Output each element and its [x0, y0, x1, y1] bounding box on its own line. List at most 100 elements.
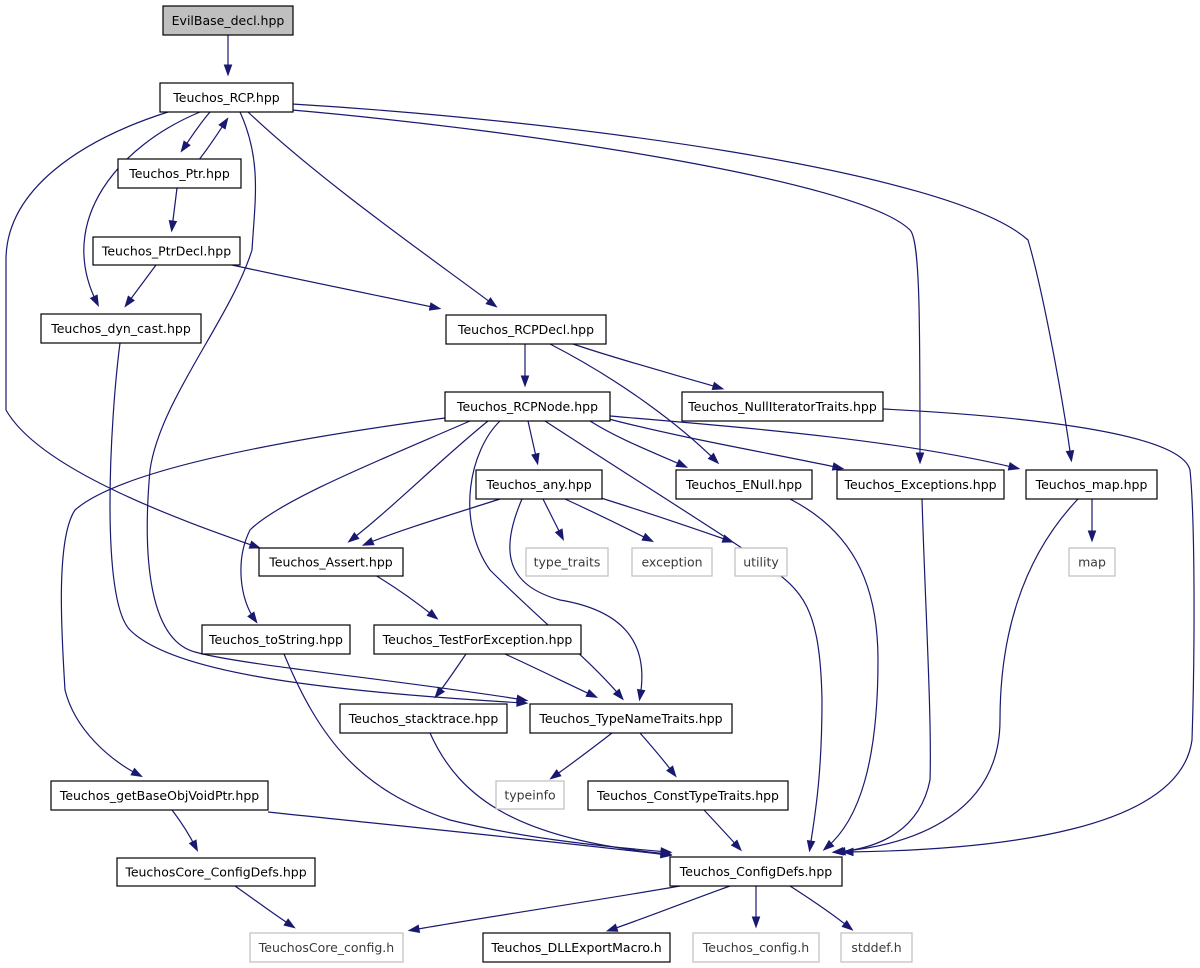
node-box-teuchos-map[interactable] — [1025, 469, 1158, 500]
node-teuchos-stacktrace[interactable]: Teuchos_stacktrace.hpp — [339, 703, 508, 734]
node-exception: exception — [631, 547, 713, 577]
edge-map-to-configdefs — [835, 498, 1079, 853]
edge-rcpdecl-to-enull — [549, 343, 717, 462]
node-teuchos-rcp[interactable]: Teuchos_RCP.hpp — [159, 82, 294, 113]
node-box-map — [1068, 547, 1116, 577]
node-box-teuchos-ptr[interactable] — [117, 158, 242, 189]
edge-enull-to-configdefs-arrowhead — [822, 839, 835, 851]
node-teuchos-ptr[interactable]: Teuchos_Ptr.hpp — [117, 158, 242, 189]
node-teuchos-dyn-cast[interactable]: Teuchos_dyn_cast.hpp — [40, 313, 202, 344]
node-box-teuchos-ptrdecl[interactable] — [92, 236, 241, 266]
edge-consttypetraits-to-configdefs-arrowhead — [730, 839, 742, 852]
edge-assert-to-testforexception-arrowhead — [426, 608, 439, 620]
node-teuchos-testforexception[interactable]: Teuchos_TestForException.hpp — [373, 624, 582, 655]
node-box-teuchoscore-configdefs[interactable] — [116, 857, 316, 887]
edge-dyncast-to-typenametraits-arrowhead — [516, 698, 529, 707]
node-box-teuchos-stacktrace[interactable] — [339, 703, 508, 734]
edge-configdefs-to-coreconfig — [411, 885, 681, 931]
node-teuchos-getbaseobjvoidptr[interactable]: Teuchos_getBaseObjVoidPtr.hpp — [50, 780, 269, 811]
edge-rcpnode-to-configdefs-arrowhead — [806, 839, 816, 853]
edge-any-to-typenametraits — [509, 498, 643, 698]
edge-dyncast-to-typenametraits — [109, 342, 525, 704]
node-box-teuchos-testforexception[interactable] — [373, 624, 582, 655]
node-teuchos-map[interactable]: Teuchos_map.hpp — [1025, 469, 1158, 500]
node-teuchos-rcpnode[interactable]: Teuchos_RCPNode.hpp — [444, 391, 611, 422]
node-teuchos-ptrdecl[interactable]: Teuchos_PtrDecl.hpp — [92, 236, 241, 266]
node-label-teuchos-typenametraits: Teuchos_TypeNameTraits.hpp — [538, 711, 722, 726]
node-box-utility — [734, 547, 788, 577]
edge-rcpnode-to-getbaseobj — [60, 417, 446, 776]
node-box-teuchoscore-config — [249, 932, 404, 963]
node-label-teuchos-stacktrace: Teuchos_stacktrace.hpp — [348, 711, 499, 726]
node-teuchos-any[interactable]: Teuchos_any.hpp — [475, 469, 603, 500]
node-label-teuchos-configdefs: Teuchos_ConfigDefs.hpp — [679, 864, 832, 879]
node-teuchos-tostring[interactable]: Teuchos_toString.hpp — [201, 624, 351, 655]
node-teuchos-dllexportmacro[interactable]: Teuchos_DLLExportMacro.h — [482, 932, 671, 963]
node-box-type-traits — [525, 547, 609, 577]
edge-enull-to-configdefs — [789, 498, 879, 849]
edge-ptrdecl-to-dyncast-arrowhead — [124, 295, 135, 308]
node-box-teuchos-dyn-cast[interactable] — [40, 313, 202, 344]
node-label-teuchos-assert: Teuchos_Assert.hpp — [268, 555, 392, 570]
node-teuchos-enull[interactable]: Teuchos_ENull.hpp — [675, 469, 813, 500]
edge-ptrdecl-to-dyncast — [126, 264, 157, 305]
node-box-teuchos-rcpdecl[interactable] — [445, 314, 607, 345]
node-box-teuchos-configdefs[interactable] — [669, 856, 843, 887]
node-teuchos-typenametraits[interactable]: Teuchos_TypeNameTraits.hpp — [529, 703, 733, 734]
node-box-teuchos-nulliteratortraits[interactable] — [681, 391, 884, 422]
edge-rcp-to-dyncast-arrowhead — [89, 294, 99, 308]
edge-configdefs-to-dllexport — [609, 885, 731, 931]
node-box-evilbase-decl[interactable] — [162, 5, 294, 36]
edge-rcpnode-to-map-arrowhead — [1007, 462, 1021, 471]
edge-typenametraits-to-typeinfo-arrowhead — [549, 769, 562, 780]
edge-rcpnode-to-enull-arrowhead — [675, 458, 689, 468]
node-box-teuchos-typenametraits[interactable] — [529, 703, 733, 734]
node-label-teuchos-enull: Teuchos_ENull.hpp — [685, 477, 802, 492]
edge-rcp-to-map — [291, 103, 1072, 459]
edge-configdefs-to-stddef-arrowhead — [841, 919, 854, 931]
node-teuchos-consttypetraits[interactable]: Teuchos_ConstTypeTraits.hpp — [587, 780, 789, 811]
node-box-teuchos-exceptions[interactable] — [836, 469, 1005, 500]
node-box-teuchos-tostring[interactable] — [201, 624, 351, 655]
edge-coreconfigdefs-to-coreconfig-arrowhead — [283, 918, 296, 929]
node-stddef: stddef.h — [840, 932, 913, 963]
edge-rcpnode-to-map — [609, 415, 1017, 469]
node-teuchos-rcpdecl[interactable]: Teuchos_RCPDecl.hpp — [445, 314, 607, 345]
node-label-stddef: stddef.h — [851, 940, 901, 955]
node-box-teuchos-dllexportmacro[interactable] — [482, 932, 671, 963]
node-box-teuchos-enull[interactable] — [675, 469, 813, 500]
edge-rcpnode-to-typenametraits — [469, 420, 622, 698]
edge-ptr-to-ptrdecl-arrowhead — [168, 220, 178, 233]
node-label-teuchos-config: Teuchos_config.h — [702, 940, 809, 955]
node-teuchos-nulliteratortraits[interactable]: Teuchos_NullIteratorTraits.hpp — [681, 391, 884, 422]
node-teuchos-configdefs[interactable]: Teuchos_ConfigDefs.hpp — [669, 856, 843, 887]
node-box-teuchos-assert[interactable] — [258, 547, 404, 577]
edge-rcpnode-to-assert — [350, 420, 489, 541]
edge-rcpnode-to-tostring — [240, 420, 471, 621]
node-box-teuchos-any[interactable] — [475, 469, 603, 500]
node-teuchos-exceptions[interactable]: Teuchos_Exceptions.hpp — [836, 469, 1005, 500]
node-box-teuchos-rcp[interactable] — [159, 82, 294, 113]
node-box-teuchos-getbaseobjvoidptr[interactable] — [50, 780, 269, 811]
edge-rcp-to-rcpdecl-arrowhead — [485, 297, 498, 308]
node-label-teuchos-rcpdecl: Teuchos_RCPDecl.hpp — [457, 322, 594, 337]
node-teuchoscore-configdefs[interactable]: TeuchosCore_ConfigDefs.hpp — [116, 857, 316, 887]
edge-exceptions-to-configdefs — [837, 498, 931, 853]
node-teuchos-assert[interactable]: Teuchos_Assert.hpp — [258, 547, 404, 577]
edge-any-to-assert-arrowhead — [361, 537, 375, 546]
node-box-teuchos-rcpnode[interactable] — [444, 391, 611, 422]
node-box-teuchos-consttypetraits[interactable] — [587, 780, 789, 811]
edge-any-to-exception — [564, 498, 651, 541]
edge-rcp-to-rcpdecl — [247, 111, 495, 306]
edge-any-to-typenametraits-arrowhead — [636, 688, 646, 702]
edge-testforexception-to-typenametraits — [504, 653, 595, 697]
node-label-teuchos-dyn-cast: Teuchos_dyn_cast.hpp — [50, 321, 191, 336]
node-evilbase-decl[interactable]: EvilBase_decl.hpp — [162, 5, 294, 36]
node-label-teuchos-dllexportmacro: Teuchos_DLLExportMacro.h — [490, 940, 661, 955]
node-utility: utility — [734, 547, 788, 577]
edge-any-to-typetraits-arrowhead — [554, 528, 565, 542]
edge-rcp-to-assert — [5, 111, 258, 548]
edge-map-to-configdefs-arrowhead — [831, 847, 844, 856]
node-typeinfo: typeinfo — [495, 780, 565, 810]
